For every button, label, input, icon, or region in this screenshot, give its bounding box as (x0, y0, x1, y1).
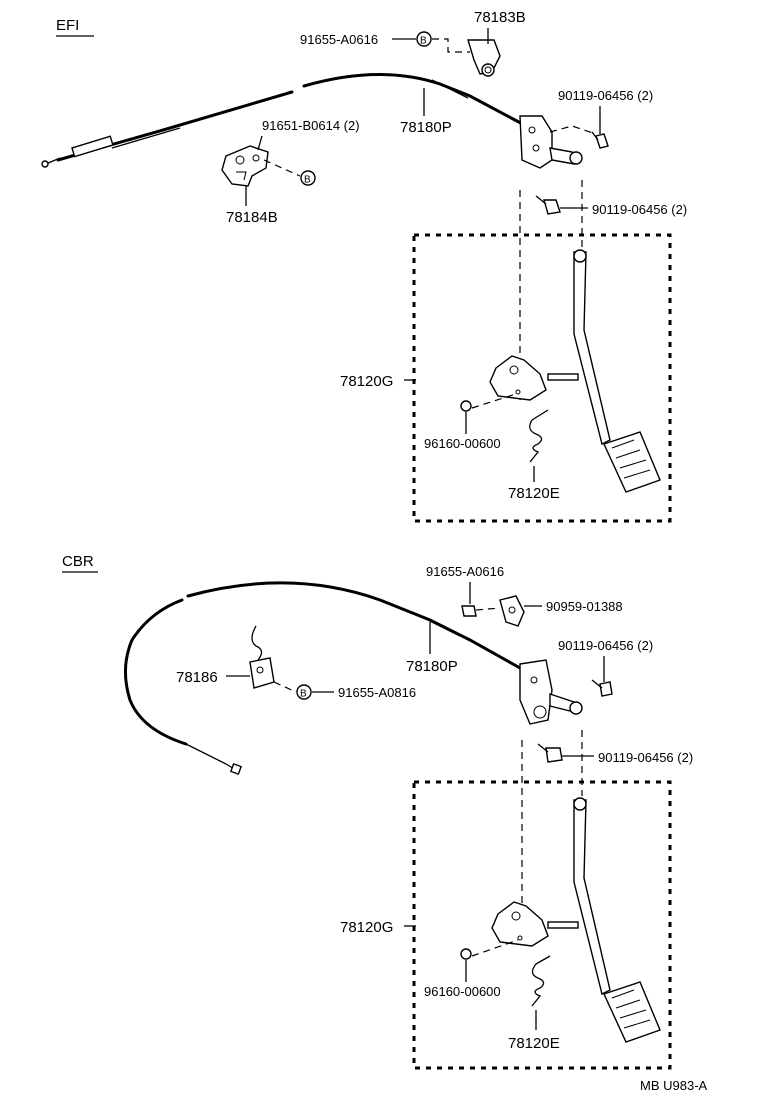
cbr-cable-bracket (519, 659, 583, 725)
efi-bracket-78184b (221, 145, 269, 187)
efi-cable-bracket (519, 115, 583, 169)
svg-text:B: B (420, 36, 427, 47)
cbr-label-96160: 96160-00600 (424, 984, 501, 999)
efi-bolt-upper (591, 131, 609, 149)
efi-bolt-lower (535, 195, 561, 215)
cbr-clip-ring (460, 939, 519, 960)
efi-callout-b-top: B (416, 31, 432, 47)
efi-section: EFI 78183B 91655-A0616 B 78180P (41, 9, 687, 523)
efi-accelerator-cable (41, 73, 532, 168)
efi-label-78120e: 78120E (508, 485, 560, 502)
efi-label-91655-a0616: 91655-A0616 (300, 32, 378, 47)
cbr-section-title: CBR (62, 553, 94, 570)
efi-clip-78183b (467, 39, 501, 77)
cbr-return-spring (531, 955, 551, 1007)
cbr-label-78180p: 78180P (406, 658, 458, 675)
efi-clip-ring (460, 393, 517, 412)
cbr-pedal-bracket (491, 901, 549, 947)
cbr-pedal-assembly-box (412, 780, 672, 1070)
cbr-bolt-lower (537, 743, 563, 763)
efi-label-91651-b0614: 91651-B0614 (2) (262, 118, 360, 133)
efi-label-78180p: 78180P (400, 119, 452, 136)
cbr-bolt-upper (591, 679, 613, 697)
cbr-label-90119-upper: 90119-06456 (2) (558, 638, 653, 653)
cbr-label-90119-lower: 90119-06456 (2) (598, 750, 693, 765)
efi-return-spring (529, 409, 549, 463)
efi-label-96160: 96160-00600 (424, 436, 501, 451)
cbr-label-91655-a0616: 91655-A0616 (426, 564, 504, 579)
cbr-accelerator-cable (124, 581, 532, 776)
cbr-label-91655-a0816: 91655-A0816 (338, 685, 416, 700)
efi-label-78183b: 78183B (474, 9, 526, 26)
cbr-bracket-78186 (249, 625, 275, 689)
efi-accelerator-pedal (547, 249, 661, 493)
efi-pedal-bracket (489, 355, 547, 401)
efi-pedal-assembly-box (412, 233, 672, 523)
cbr-clip-90959 (499, 595, 525, 627)
efi-section-title: EFI (56, 17, 79, 34)
diagram-code: MB U983-A (640, 1078, 708, 1093)
cbr-label-78120e: 78120E (508, 1035, 560, 1052)
cbr-accelerator-pedal (547, 797, 661, 1043)
efi-callout-b-bracket: B (300, 170, 316, 186)
cbr-clip-bolt (461, 605, 477, 617)
svg-text:B: B (300, 689, 307, 700)
efi-label-78120g: 78120G (340, 373, 393, 390)
cbr-section: CBR 91655-A0616 90959-01388 78180P (62, 553, 693, 1070)
cbr-callout-b: B (296, 684, 312, 700)
cbr-label-78186: 78186 (176, 669, 218, 686)
cbr-label-78120g: 78120G (340, 919, 393, 936)
efi-label-90119-upper: 90119-06456 (2) (558, 88, 653, 103)
efi-label-78184b: 78184B (226, 209, 278, 226)
svg-text:B: B (304, 175, 311, 186)
efi-label-90119-lower: 90119-06456 (2) (592, 202, 687, 217)
cbr-label-90959: 90959-01388 (546, 599, 623, 614)
